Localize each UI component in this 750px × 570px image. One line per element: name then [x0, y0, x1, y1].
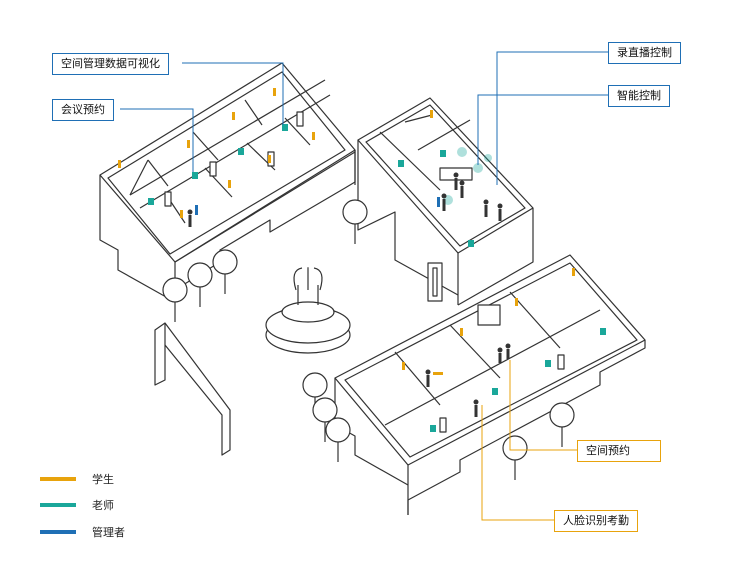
callout-smart-control: 智能控制: [608, 85, 670, 107]
legend-swatch: [40, 530, 76, 534]
callout-face-attendance: 人脸识别考勤: [554, 510, 638, 532]
legend-swatch: [40, 477, 76, 481]
left-building: [99, 62, 356, 303]
legend-label: 管理者: [92, 526, 125, 539]
arch-gate: [154, 322, 231, 456]
bottom-right-building: [334, 254, 646, 515]
legend-swatch: [40, 503, 76, 507]
callout-data-visualization: 空间管理数据可视化: [52, 53, 169, 75]
callout-space-booking: 空间预约: [577, 440, 661, 462]
legend-label: 老师: [92, 499, 114, 512]
legend-item-manager: 管理者: [40, 524, 125, 540]
callout-recording-control: 录直播控制: [608, 42, 681, 64]
legend-item-student: 学生: [40, 471, 114, 487]
fountain: [265, 267, 351, 354]
callout-meeting-booking: 会议预约: [52, 99, 114, 121]
trees: [162, 199, 575, 480]
legend-item-teacher: 老师: [40, 497, 114, 513]
leader-lines: [120, 51, 608, 521]
role-markers: [118, 88, 606, 432]
legend-label: 学生: [92, 473, 114, 486]
